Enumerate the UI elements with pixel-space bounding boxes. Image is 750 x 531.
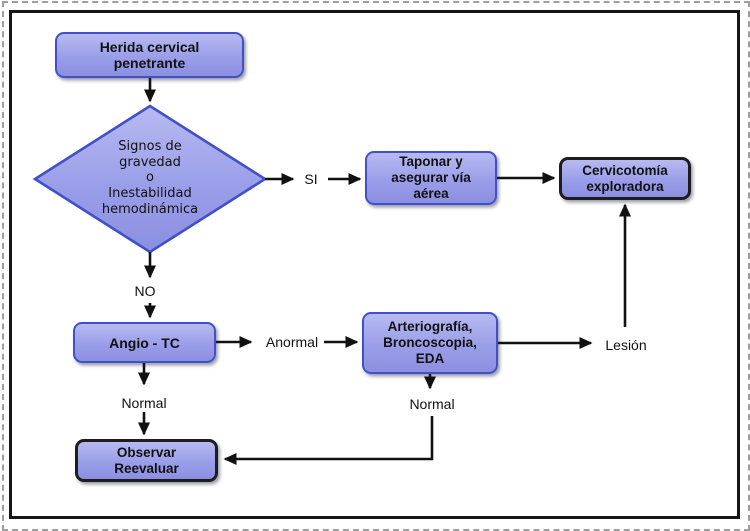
node-signos-gravedad-label: Signos de gravedad o Inestabilidad hemod… bbox=[101, 139, 199, 217]
node-taponar-asegurar-via-aerea: Taponar y asegurar vía aérea bbox=[365, 151, 497, 205]
node-cervicotomia-exploradora: Cervicotomía exploradora bbox=[559, 157, 691, 200]
edge-label-lesion: Lesión bbox=[605, 337, 647, 353]
node-arteriografia-broncoscopia-eda: Arteriografía, Broncoscopia, EDA bbox=[362, 312, 498, 374]
arrow-normal-to-observar-elbow bbox=[223, 416, 434, 465]
edge-label-no: NO bbox=[134, 283, 156, 299]
diagram-frame bbox=[9, 10, 740, 519]
edge-label-normal-mid: Normal bbox=[409, 396, 455, 412]
edge-label-si: SI bbox=[304, 171, 318, 187]
node-herida-cervical-penetrante: Herida cervical penetrante bbox=[55, 32, 244, 78]
edge-label-anormal: Anormal bbox=[265, 334, 319, 350]
node-angio-tc: Angio - TC bbox=[73, 322, 216, 363]
node-observar-reevaluar: Observar Reevaluar bbox=[75, 439, 218, 482]
edge-label-normal-left: Normal bbox=[121, 395, 167, 411]
